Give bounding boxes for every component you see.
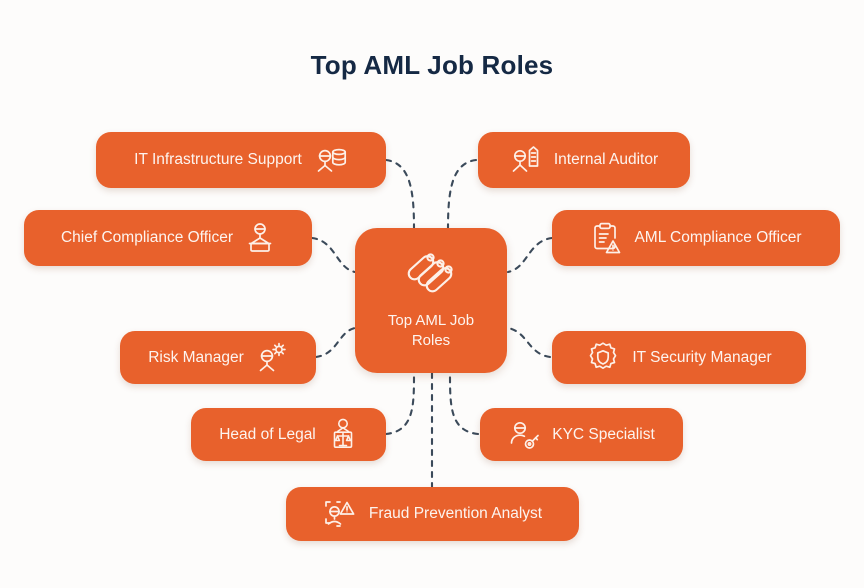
connector-chief-compliance-officer (310, 236, 357, 274)
three-diagonal-capsules-icon (405, 251, 457, 302)
person-podium-icon (245, 222, 275, 254)
node-risk-manager[interactable]: Risk Manager (120, 331, 316, 384)
node-label-it-infrastructure-support: IT Infrastructure Support (134, 151, 302, 169)
clipboard-warning-icon (590, 221, 622, 255)
center-node-top-aml-job-roles[interactable]: Top AML Job Roles (355, 228, 507, 373)
person-building-icon (510, 144, 542, 176)
node-label-chief-compliance-officer: Chief Compliance Officer (60, 229, 233, 247)
node-it-infrastructure-support[interactable]: IT Infrastructure Support (96, 132, 386, 188)
node-label-aml-compliance-officer: AML Compliance Officer (634, 229, 802, 247)
person-gear-icon (256, 342, 288, 374)
node-label-risk-manager: Risk Manager (148, 348, 244, 366)
person-key-icon (508, 419, 540, 451)
page-title: Top AML Job Roles (310, 50, 554, 80)
node-aml-compliance-officer[interactable]: AML Compliance Officer (552, 210, 840, 266)
connector-it-infrastructure-support (384, 158, 416, 230)
node-head-of-legal[interactable]: Head of Legal (191, 408, 386, 461)
node-it-security-manager[interactable]: IT Security Manager (552, 331, 806, 384)
person-database-icon (314, 144, 348, 176)
center-node-label: Top AML Job Roles (387, 312, 475, 349)
node-chief-compliance-officer[interactable]: Chief Compliance Officer (24, 210, 312, 266)
node-internal-auditor[interactable]: Internal Auditor (478, 132, 690, 188)
node-label-it-security-manager: IT Security Manager (632, 348, 772, 366)
gear-shield-icon (586, 341, 620, 375)
connector-risk-manager (314, 326, 357, 359)
node-label-kyc-specialist: KYC Specialist (552, 425, 655, 443)
connector-it-security-manager (506, 326, 552, 359)
node-label-fraud-prevention-analyst: Fraud Prevention Analyst (368, 505, 543, 523)
connector-head-of-legal (384, 371, 416, 436)
face-scan-warning-icon (323, 497, 357, 531)
node-kyc-specialist[interactable]: KYC Specialist (480, 408, 683, 461)
person-scales-icon (328, 418, 358, 452)
node-label-internal-auditor: Internal Auditor (553, 151, 659, 169)
connector-internal-auditor (446, 158, 478, 230)
connector-aml-compliance-officer (506, 236, 554, 274)
node-label-head-of-legal: Head of Legal (219, 425, 316, 443)
connector-kyc-specialist (448, 371, 480, 436)
node-fraud-prevention-analyst[interactable]: Fraud Prevention Analyst (286, 487, 579, 541)
